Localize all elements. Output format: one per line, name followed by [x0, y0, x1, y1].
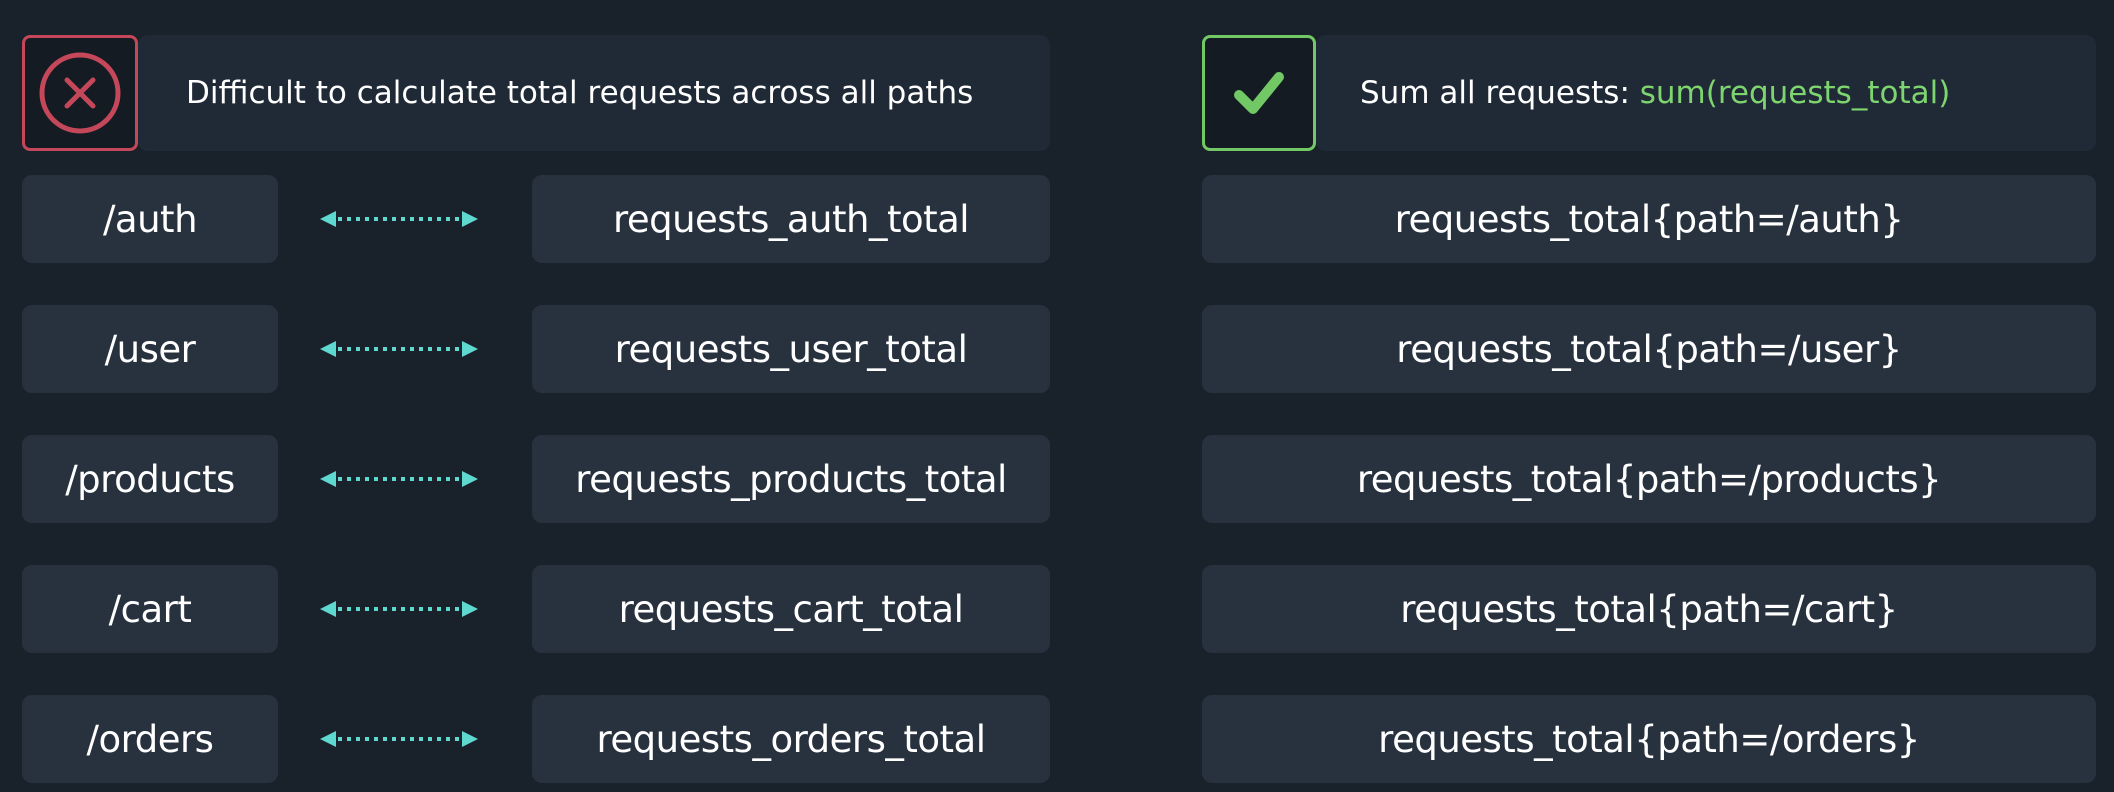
bidirectional-arrow-icon [320, 341, 478, 357]
path-label: /cart [108, 587, 192, 631]
labeled-metric-box: requests_total{path=/user} [1202, 305, 2096, 393]
separate-metric-box: requests_orders_total [532, 695, 1050, 783]
path-label: /auth [102, 197, 198, 241]
bad-approach-text: Difficult to calculate total requests ac… [186, 75, 974, 111]
path-label: /user [104, 327, 196, 371]
labeled-metric-box: requests_total{path=/orders} [1202, 695, 2096, 783]
separate-metric-label: requests_orders_total [596, 717, 986, 761]
path-box: /cart [22, 565, 278, 653]
labeled-metric-label: requests_total{path=/cart} [1400, 587, 1898, 631]
path-label: /orders [86, 717, 214, 761]
labeled-metric-box: requests_total{path=/cart} [1202, 565, 2096, 653]
labeled-metric-box: requests_total{path=/products} [1202, 435, 2096, 523]
separate-metric-label: requests_cart_total [618, 587, 964, 631]
path-box: /user [22, 305, 278, 393]
separate-metric-label: requests_products_total [575, 457, 1007, 501]
labeled-metric-label: requests_total{path=/auth} [1394, 197, 1904, 241]
bidirectional-arrow-icon [320, 731, 478, 747]
path-box: /auth [22, 175, 278, 263]
bad-approach-icon-box [22, 35, 138, 151]
separate-metric-box: requests_auth_total [532, 175, 1050, 263]
good-approach-prefix: Sum all requests: [1360, 75, 1640, 111]
bidirectional-arrow-icon [320, 471, 478, 487]
separate-metric-box: requests_products_total [532, 435, 1050, 523]
x-circle-icon [39, 52, 121, 134]
labeled-metric-box: requests_total{path=/auth} [1202, 175, 2096, 263]
labeled-metric-label: requests_total{path=/user} [1396, 327, 1902, 371]
bidirectional-arrow-icon [320, 601, 478, 617]
path-box: /products [22, 435, 278, 523]
separate-metric-box: requests_cart_total [532, 565, 1050, 653]
good-approach-icon-box [1202, 35, 1316, 151]
path-box: /orders [22, 695, 278, 783]
good-approach-header: Sum all requests: sum(requests_total) [1316, 35, 2096, 151]
path-label: /products [65, 457, 235, 501]
labeled-metric-label: requests_total{path=/products} [1356, 457, 1942, 501]
checkmark-icon [1234, 72, 1284, 114]
good-approach-code: sum(requests_total) [1639, 75, 1951, 111]
separate-metric-box: requests_user_total [532, 305, 1050, 393]
bidirectional-arrow-icon [320, 211, 478, 227]
labeled-metric-label: requests_total{path=/orders} [1378, 717, 1920, 761]
separate-metric-label: requests_user_total [614, 327, 968, 371]
bad-approach-header: Difficult to calculate total requests ac… [138, 35, 1050, 151]
separate-metric-label: requests_auth_total [612, 197, 970, 241]
